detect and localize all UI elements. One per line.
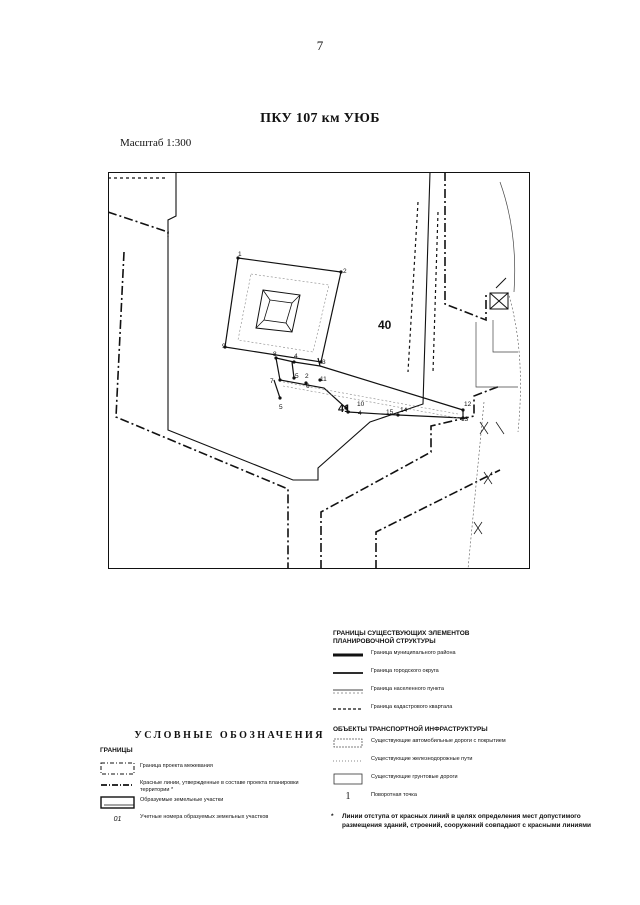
legend-heading-1b: ПЛАНИРОВОЧНОЙ СТРУКТУРЫ — [333, 638, 436, 645]
page-number: 7 — [316, 38, 324, 53]
point-4b: 4 — [358, 410, 362, 417]
legend-swatch-cadastral — [333, 708, 363, 710]
point-12: 12 — [464, 401, 472, 408]
footnote-text: Линии отступа от красных линий в целях о… — [342, 813, 592, 829]
point-15: 15 — [386, 409, 394, 416]
map-frame: 1 2 3 4 5 6 7 8 9 10 11 12 13 14 15 2 4 … — [108, 172, 530, 569]
point-14: 14 — [400, 407, 408, 414]
legend-item: Граница городского округа — [333, 664, 583, 682]
legend-swatch-survey — [100, 762, 135, 775]
legend-title: УСЛОВНЫЕ ОБОЗНАЧЕНИЯ — [134, 730, 325, 741]
legend-item: Граница муниципального района — [333, 646, 583, 664]
legend-item: Красные линии, утвержденные в составе пр… — [100, 777, 325, 794]
legend-parcel-number-symbol: 01 — [113, 816, 122, 823]
point-5: 5 — [279, 404, 283, 411]
point-6: 6 — [306, 383, 310, 390]
legend-boundaries: УСЛОВНЫЕ ОБОЗНАЧЕНИЯ ГРАНИЦЫ Граница про… — [100, 730, 325, 828]
legend-item: Существующие автомобильные дороги с покр… — [333, 734, 583, 752]
legend-heading-1a: ГРАНИЦЫ СУЩЕСТВУЮЩИХ ЭЛЕМЕНТОВ — [333, 630, 470, 637]
legend-swatch-city — [333, 672, 363, 674]
legend-item: Существующие грунтовые дороги — [333, 770, 583, 788]
point-3: 3 — [322, 359, 326, 366]
legend-subtitle: ГРАНИЦЫ — [100, 747, 133, 754]
legend-swatch-dirt-road — [333, 773, 363, 785]
legend-heading-2: ОБЪЕКТЫ ТРАНСПОРТНОЙ ИНФРАСТРУКТУРЫ — [333, 726, 488, 733]
legend-swatch-red-lines — [101, 784, 134, 786]
legend-planning-structure: ГРАНИЦЫ СУЩЕСТВУЮЩИХ ЭЛЕМЕНТОВ ПЛАНИРОВО… — [333, 630, 583, 806]
parcel-40-boundary — [148, 172, 431, 481]
legend-item: Существующие железнодорожные пути — [333, 752, 583, 770]
legend-item: Граница населенного пункта — [333, 682, 583, 700]
legend-swatch-road — [333, 738, 363, 748]
parcel-label-40: 40 — [378, 318, 392, 332]
footnote: * Линии отступа от красных линий в целях… — [331, 812, 592, 830]
point-8: 8 — [273, 351, 277, 358]
point-2b: 2 — [305, 373, 309, 380]
legend-swatch-parcels — [100, 796, 135, 809]
map-title: ПКУ 107 км УЮБ — [260, 111, 380, 126]
point-9: 9 — [222, 343, 226, 350]
cadastral-map: 1 2 3 4 5 6 7 8 9 10 11 12 13 14 15 2 4 … — [108, 172, 530, 569]
footnote-star: * — [331, 813, 334, 820]
point-5b: 5 — [295, 373, 299, 380]
legend-item: Образуемые земельные участки — [100, 794, 325, 811]
legend-swatch-settlement — [333, 689, 363, 694]
point-11: 11 — [320, 376, 327, 383]
legend-swatch-rail — [333, 760, 363, 762]
legend-item: 1 Поворотная точка — [333, 788, 583, 806]
point-13: 13 — [461, 416, 469, 423]
legend-item: Граница кадастрового квартала — [333, 700, 583, 718]
parcel-label-41: 41 — [338, 403, 350, 415]
point-10: 10 — [357, 401, 365, 408]
legend-point-symbol: 1 — [345, 791, 351, 802]
legend-swatch-municipal — [333, 653, 363, 657]
point-4: 4 — [294, 353, 298, 360]
point-7: 7 — [270, 378, 274, 385]
legend-item: Граница проекта межевания — [100, 760, 325, 777]
scale-label: Масштаб 1:300 — [120, 137, 192, 149]
point-1: 1 — [238, 251, 242, 258]
structure-symbol — [489, 277, 509, 310]
point-2: 2 — [343, 268, 347, 275]
legend-item: 01 Учетные номера образуемых земельных у… — [100, 811, 325, 828]
